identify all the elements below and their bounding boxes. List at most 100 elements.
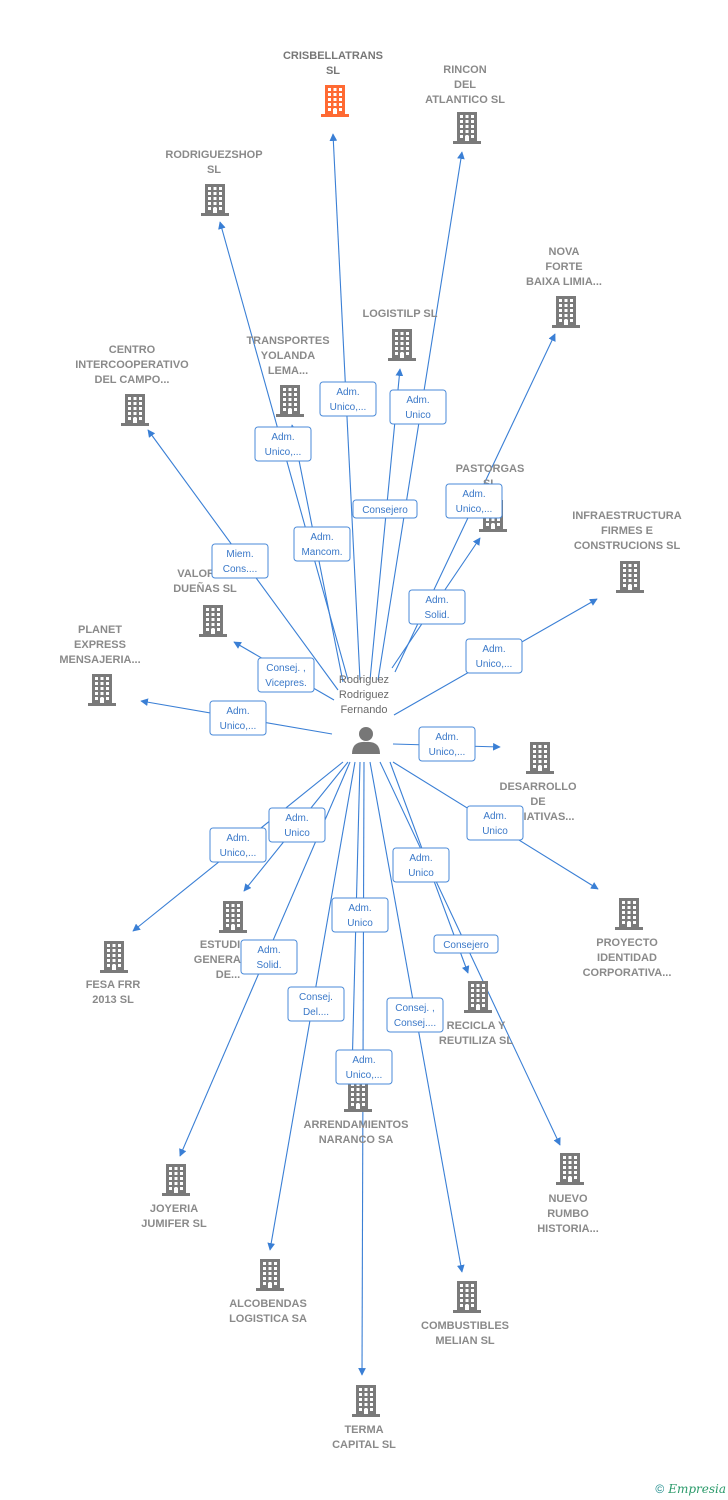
node-label[interactable]: PLANET [78,624,122,636]
node-label[interactable]: NUEVO [548,1193,588,1205]
node-label[interactable]: NOVA [549,246,580,258]
relation-badge-fesa-frr[interactable]: Adm.Unico,... [209,827,267,863]
node-label[interactable]: RODRIGUEZSHOP [165,149,262,161]
relation-badge-joyeria[interactable]: Adm.Solid. [240,939,298,975]
building-icon[interactable] [453,112,481,144]
building-icon[interactable] [321,85,349,117]
node-crisbellatrans[interactable]: CRISBELLATRANS SL [283,50,383,117]
node-infraestructura[interactable]: INFRAESTRUCTURA FIRMES E CONSTRUCIONS SL [572,510,682,593]
building-icon[interactable] [344,1080,372,1112]
node-label[interactable]: ARRENDAMIENTOS [304,1119,409,1131]
node-estudios-generales[interactable]: ESTUDIOSGENERALESDE... [194,901,262,981]
relation-badge-crisbellatrans[interactable]: Adm.Unico,... [319,381,377,417]
node-label[interactable]: PASTORGAS [456,463,525,475]
node-logistilp[interactable]: LOGISTILP SL [363,308,438,361]
node-label[interactable]: CENTRO [109,344,156,356]
node-label[interactable]: DEL CAMPO... [95,374,170,386]
node-label[interactable]: CAPITAL SL [332,1439,396,1451]
node-label[interactable]: DE [530,796,545,808]
node-label[interactable]: TERMA [344,1424,383,1436]
node-label[interactable]: COMBUSTIBLES [421,1320,509,1332]
node-label[interactable]: RINCON [443,64,486,76]
node-label[interactable]: TRANSPORTES [246,335,329,347]
relation-badge-recicla[interactable]: Consejero [433,934,499,954]
node-label[interactable]: MELIAN SL [435,1335,495,1347]
building-icon[interactable] [556,1153,584,1185]
node-terma[interactable]: TERMA CAPITAL SL [332,1385,396,1451]
person-name-label[interactable]: Rodriguez [339,689,389,701]
node-label[interactable]: INFRAESTRUCTURA [572,510,681,522]
brand-logo[interactable]: Empresia [668,1482,726,1496]
node-label[interactable]: BAIXA LIMIA... [526,276,602,288]
node-label[interactable]: FIRMES E [601,525,653,537]
node-label[interactable]: LOGISTICA SA [229,1313,307,1325]
node-label[interactable]: IDENTIDAD [597,952,657,964]
relation-badge-terma[interactable]: Adm.Unico,... [335,1049,393,1085]
node-label[interactable]: NARANCO SA [319,1134,394,1146]
relation-badge-estudios-generales[interactable]: Adm.Unico [268,807,326,843]
node-planet-express[interactable]: PLANET EXPRESS MENSAJERIA... [59,624,141,706]
relation-badge-pastorgas[interactable]: Adm.Unico,... [445,483,503,519]
node-centro-intercooperativo[interactable]: CENTRO INTERCOOPERATIVO DEL CAMPO... [75,344,189,426]
node-label[interactable]: INTERCOOPERATIVO [75,359,189,371]
node-label[interactable]: LOGISTILP SL [363,308,438,320]
building-icon[interactable] [352,1385,380,1417]
node-label[interactable]: JUMIFER SL [141,1218,207,1230]
node-label[interactable]: DESARROLLO [500,781,577,793]
building-icon[interactable] [453,1281,481,1313]
relation-badge-alcobendas[interactable]: Consej.Del.... [287,986,345,1022]
relation-badge-arrendamientos[interactable]: Adm.Unico [331,897,389,933]
node-label[interactable]: RECICLA Y [447,1020,506,1032]
building-icon[interactable] [256,1259,284,1291]
relation-badge-transportes-yolanda[interactable]: Adm.Unico,... [254,426,312,462]
relation-badge-rodriguezshop[interactable]: Adm.Mancom. [293,526,351,562]
node-nova-forte[interactable]: NOVA FORTE BAIXA LIMIA... [526,246,602,328]
person-name-label[interactable]: Rodriguez [339,674,389,686]
relation-badge-desarrollo[interactable]: Adm.Unico,... [418,726,476,762]
node-alcobendas[interactable]: ALCOBENDAS LOGISTICA SA [229,1259,307,1325]
node-recicla[interactable]: RECICLA Y REUTILIZA SL [439,981,513,1047]
node-label[interactable]: SL [326,65,340,77]
building-icon[interactable] [121,394,149,426]
relation-badge-nuevo-rumbo[interactable]: Adm.Unico [392,847,450,883]
node-label[interactable]: MENSAJERIA... [59,654,140,666]
node-proyecto-identidad[interactable]: PROYECTO IDENTIDAD CORPORATIVA... [583,898,672,979]
relation-badge-centro-intercooperativo[interactable]: Miem.Cons.... [211,543,269,579]
building-icon[interactable] [615,898,643,930]
node-label[interactable]: CRISBELLATRANS [283,50,383,62]
node-label[interactable]: JOYERIA [150,1203,198,1215]
node-label[interactable]: ALCOBENDAS [229,1298,307,1310]
relation-badge-planet-express[interactable]: Adm.Unico,... [209,700,267,736]
node-label[interactable]: CORPORATIVA... [583,967,672,979]
node-combustibles[interactable]: COMBUSTIBLES MELIAN SL [421,1281,509,1347]
node-joyeria[interactable]: JOYERIA JUMIFER SL [141,1164,207,1230]
node-label[interactable]: ATLANTICO SL [425,94,505,106]
building-icon[interactable] [162,1164,190,1196]
node-label[interactable]: EXPRESS [74,639,126,651]
building-icon[interactable] [388,329,416,361]
relation-badge-rincon[interactable]: Consejero [352,499,418,519]
node-label[interactable]: HISTORIA... [537,1223,599,1235]
building-icon[interactable] [88,674,116,706]
node-label[interactable]: PROYECTO [596,937,658,949]
node-label[interactable]: DE... [216,969,240,981]
building-icon[interactable] [276,385,304,417]
node-label[interactable]: FORTE [545,261,582,273]
building-icon[interactable] [552,296,580,328]
relation-badge-logistilp[interactable]: Adm.Unico [389,389,447,425]
node-nuevo-rumbo[interactable]: NUEVO RUMBO HISTORIA... [537,1153,599,1235]
node-label[interactable]: CONSTRUCIONS SL [574,540,681,552]
relation-badge-infraestructura[interactable]: Adm.Unico,... [465,638,523,674]
node-label[interactable]: DUEÑAS SL [173,582,237,595]
node-label[interactable]: YOLANDA [261,350,315,362]
building-icon[interactable] [464,981,492,1013]
node-label[interactable]: RUMBO [547,1208,589,1220]
node-label[interactable]: LEMA... [268,365,308,377]
node-transportes-yolanda[interactable]: TRANSPORTES YOLANDA LEMA... [246,335,330,417]
node-label[interactable]: REUTILIZA SL [439,1035,513,1047]
node-label[interactable]: FESA FRR [86,979,141,991]
